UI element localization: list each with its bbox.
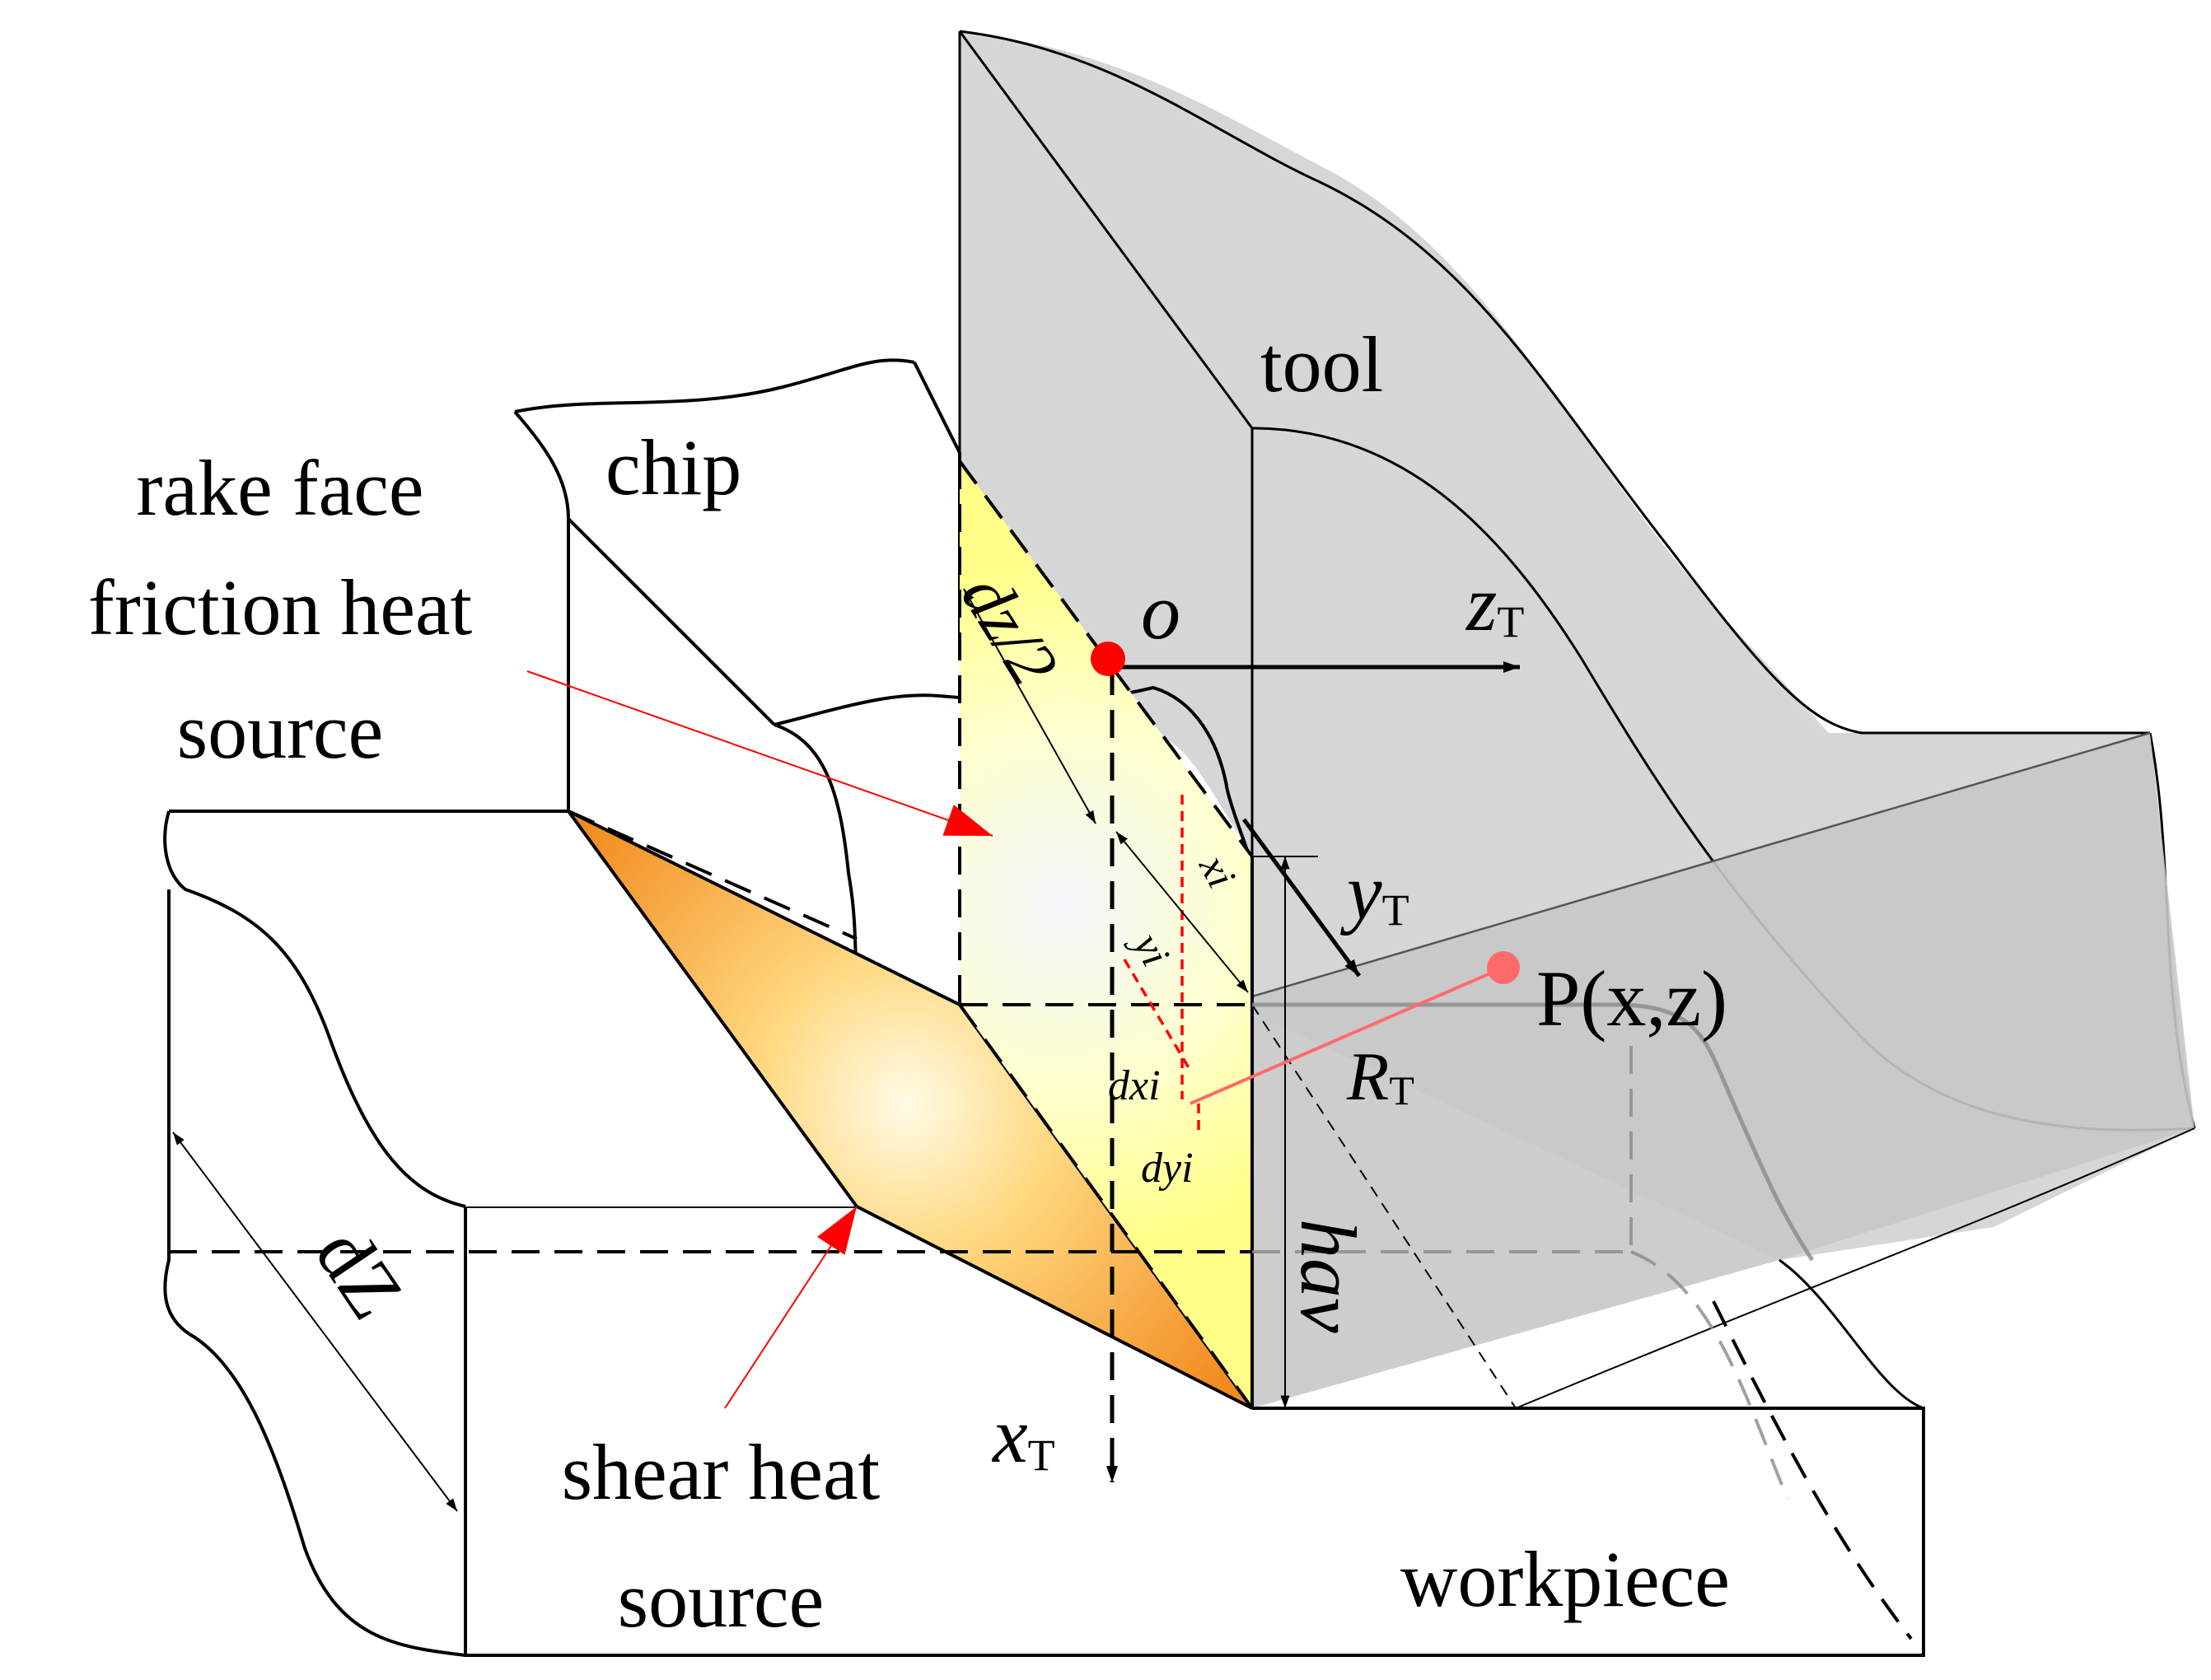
chip-top-edge	[514, 358, 915, 413]
workpiece-left-wavy-face	[169, 811, 857, 1206]
rake-label-line3: source	[177, 687, 384, 775]
chip-diagonal-edge	[567, 517, 776, 726]
tool-body	[958, 30, 2196, 1409]
point-label: P(x,z)	[1536, 954, 1727, 1043]
dz-label: dZ	[299, 1212, 421, 1334]
origin-marker	[1091, 642, 1125, 676]
workpiece-front-face	[465, 1206, 1924, 1655]
hidden-line-workpiece-right	[1252, 1046, 1633, 1253]
radius-label: RT	[1346, 1038, 1414, 1115]
pointer-arrows	[526, 670, 993, 1409]
hidden-line-workpiece-diagonal	[1712, 1300, 1913, 1640]
hidden-line-shear-upper	[568, 810, 858, 940]
dxi-label: dxi	[1108, 1062, 1161, 1109]
chip-face	[515, 360, 960, 1207]
y-axis-subscript: T	[1382, 885, 1409, 935]
workpiece-label: workpiece	[1400, 1535, 1730, 1623]
point-p-marker	[1487, 951, 1520, 984]
z-axis-label: zT	[1465, 559, 1524, 647]
hidden-line-rake-diagonal	[958, 460, 1254, 858]
tool-flank-bottom-edge	[1515, 1127, 2195, 1409]
hav-label: hav	[1284, 1219, 1372, 1333]
x-axis-letter: x	[991, 1391, 1028, 1479]
shear-pointer-arrow	[724, 1206, 858, 1409]
origin-label: o	[1141, 567, 1180, 656]
y-axis-arrow	[1241, 818, 1362, 978]
y-axis-label: yT	[1339, 847, 1409, 936]
tool-label: tool	[1260, 320, 1383, 408]
dyi-label: dyi	[1141, 1145, 1194, 1192]
shear-label-line1: shear heat	[562, 1428, 881, 1516]
z-axis-letter: z	[1465, 559, 1497, 647]
z-axis-subscript: T	[1497, 597, 1524, 646]
dz-dimension	[172, 1132, 458, 1512]
tool-flank-face	[1252, 733, 2195, 1408]
hidden-lines-grey	[1252, 1046, 1789, 1500]
dz-half-dimension	[963, 588, 1096, 824]
rake-pointer-arrow	[526, 670, 993, 837]
coordinate-axes	[1106, 661, 1520, 1482]
radius-line	[1190, 966, 1504, 1105]
x-axis-label: xT	[991, 1391, 1055, 1480]
rake-label-line1: rake face	[137, 444, 424, 532]
grey-surface-line	[1252, 1002, 1815, 1262]
x-axis-subscript: T	[1028, 1430, 1055, 1480]
chip-label: chip	[605, 423, 741, 511]
workpiece-body	[163, 810, 1925, 1657]
rake-label-line2: friction heat	[88, 563, 473, 651]
radius-subscript: T	[1389, 1067, 1414, 1113]
dimension-lines	[172, 588, 1318, 1512]
workpiece-outline	[464, 1206, 1925, 1657]
workpiece-surface-right	[1779, 1258, 1924, 1410]
shear-label-line2: source	[618, 1556, 825, 1644]
tool-edge-diagonal	[958, 30, 1254, 429]
thin-dash-flank	[1251, 1004, 1517, 1409]
chip-left-edge	[513, 410, 570, 811]
tool-flank-top-edge	[1251, 731, 2151, 998]
y-axis-letter: y	[1339, 847, 1382, 936]
hidden-line-tool-tip	[1630, 1250, 1789, 1500]
radius-letter: R	[1346, 1038, 1389, 1115]
tool-outline-top	[959, 30, 2150, 735]
xi-dimension	[1115, 831, 1249, 993]
